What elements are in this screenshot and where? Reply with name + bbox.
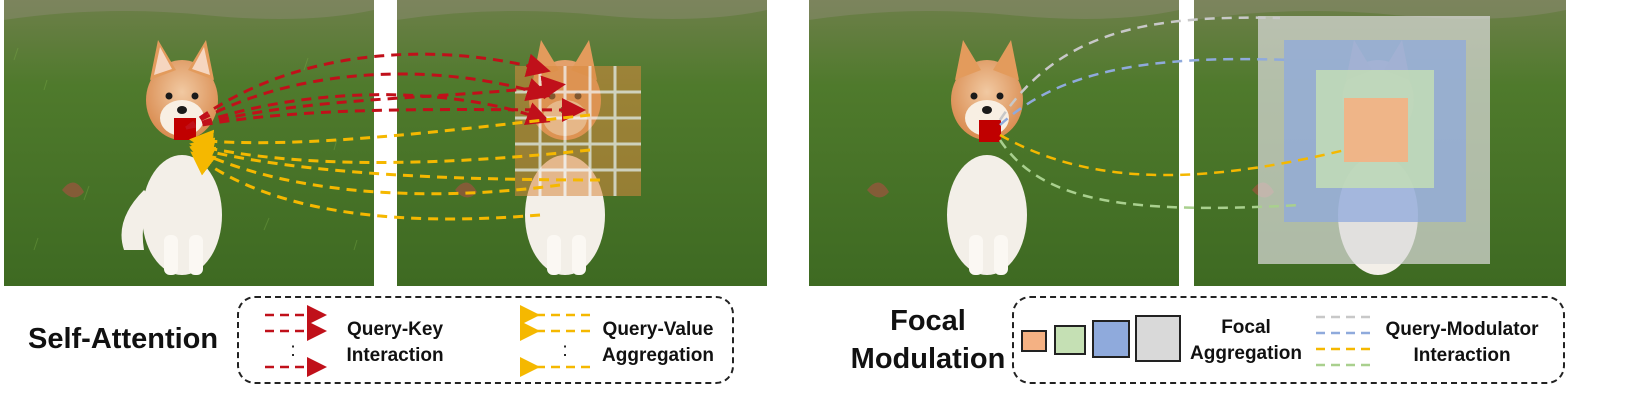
focal-aggregation-label-line1: Focal [1221, 317, 1271, 338]
query-value-label-line2: Aggregation [602, 345, 714, 366]
query-value-label: Query-Value Aggregation [598, 317, 718, 369]
focal-modulation-legend [1012, 296, 1565, 384]
query-modulator-label-line1: Query-Modulator [1385, 319, 1539, 340]
query-value-ellipsis: : [562, 340, 568, 361]
key-patch-grid [515, 66, 641, 196]
query-key-label: Query-Key Interaction [330, 317, 460, 369]
query-modulator-label: Query-Modulator Interaction [1378, 317, 1546, 369]
photo-panel-sa-query [4, 0, 374, 286]
focal-aggregation-label-line2: Aggregation [1190, 343, 1302, 364]
query-key-label-line2: Interaction [346, 345, 444, 366]
photo-panel-sa-keys [397, 0, 767, 286]
photo-panel-fm-levels [1194, 0, 1566, 286]
focal-level-1 [1344, 98, 1408, 162]
query-patch [174, 118, 196, 140]
query-patch [979, 120, 1001, 142]
self-attention-legend [237, 296, 734, 384]
query-modulator-label-line2: Interaction [1413, 345, 1511, 366]
query-key-label-line1: Query-Key [346, 319, 444, 340]
photo-panel-fm-query [809, 0, 1179, 286]
focal-aggregation-label: Focal Aggregation [1188, 315, 1304, 367]
query-value-label-line1: Query-Value [602, 319, 714, 340]
query-key-ellipsis: : [290, 340, 296, 361]
focal-modulation-title-line2: Modulation [850, 343, 1006, 375]
focal-modulation-title: Focal Modulation [838, 302, 1018, 378]
self-attention-title: Self-Attention [28, 323, 219, 355]
focal-modulation-title-line1: Focal [890, 305, 966, 337]
